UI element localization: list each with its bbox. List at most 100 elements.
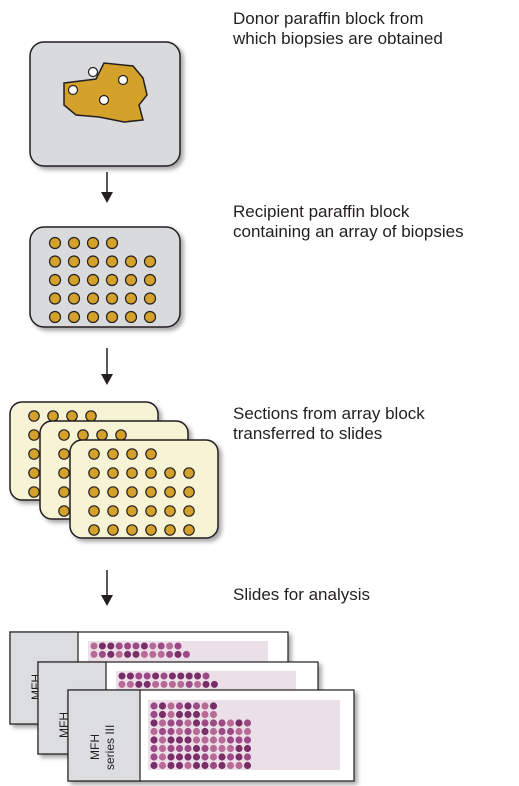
stained-core: [175, 727, 184, 736]
slide-1-stained-array: [88, 641, 268, 663]
array-core: [86, 236, 100, 250]
stained-core: [118, 680, 126, 688]
array-core: [124, 255, 138, 268]
array-core: [164, 505, 176, 517]
stained-core: [185, 672, 193, 680]
array-core: [67, 310, 81, 324]
stained-core: [209, 736, 218, 744]
stained-core: [132, 650, 140, 658]
array-core: [126, 486, 138, 498]
stained-core: [167, 719, 175, 727]
stained-core: [175, 744, 184, 753]
stained-core: [124, 650, 132, 658]
stained-core: [98, 642, 106, 650]
array-core: [28, 429, 40, 441]
stained-core: [115, 650, 123, 658]
stained-core: [149, 650, 157, 658]
array-core: [77, 429, 89, 441]
array-core: [145, 486, 157, 498]
array-core: [88, 448, 100, 460]
stained-core: [235, 744, 243, 753]
biopsy-hole: [67, 84, 79, 96]
array-core: [48, 310, 62, 324]
stained-core: [158, 744, 167, 753]
stained-core: [184, 736, 192, 744]
array-core: [28, 467, 40, 479]
stained-core: [135, 672, 143, 680]
slide-2-stained-array: [116, 671, 296, 693]
stained-core: [209, 710, 218, 719]
array-core: [145, 448, 157, 460]
stained-core: [201, 710, 209, 719]
stained-core: [226, 761, 235, 770]
stained-core: [126, 672, 134, 680]
stained-core: [150, 702, 158, 710]
array-core: [105, 310, 119, 324]
stained-core: [158, 761, 167, 770]
stained-core: [235, 761, 243, 770]
array-core: [58, 429, 70, 441]
stained-core: [160, 672, 168, 680]
stained-core: [152, 680, 160, 688]
stained-core: [226, 744, 235, 753]
stained-core: [168, 680, 176, 688]
stained-core: [209, 744, 218, 753]
array-core: [105, 236, 119, 250]
stained-core: [235, 719, 243, 727]
stained-core: [201, 702, 209, 710]
stained-core: [243, 719, 252, 727]
array-core: [48, 273, 62, 287]
stained-core: [184, 702, 192, 710]
array-core: [107, 448, 119, 460]
array-core: [164, 486, 176, 498]
stained-core: [201, 719, 209, 727]
biopsy-hole: [87, 66, 99, 78]
array-core: [126, 448, 138, 460]
step-2-caption: Recipient paraffin block containing an a…: [233, 202, 464, 241]
stained-core: [184, 727, 192, 736]
stained-core: [175, 736, 184, 744]
stained-core: [218, 761, 226, 770]
stained-core: [218, 719, 226, 727]
array-core: [145, 467, 157, 479]
stained-core: [158, 719, 167, 727]
array-core: [143, 292, 157, 305]
stained-core: [209, 719, 218, 727]
array-core: [126, 524, 138, 536]
array-core: [58, 448, 70, 460]
array-core: [88, 486, 100, 498]
array-core: [105, 292, 119, 305]
slide-3-label: MFH: [88, 734, 102, 760]
stained-core: [209, 753, 218, 761]
stained-core: [192, 736, 201, 744]
analysis-slides: MFH I MFH II MFH series III: [9, 631, 355, 782]
array-core: [58, 505, 70, 517]
biopsy-hole: [98, 94, 110, 106]
array-core: [48, 255, 62, 268]
stained-core: [107, 650, 115, 658]
stained-core: [167, 753, 175, 761]
stained-core: [201, 727, 209, 736]
slide-3-series: series III: [103, 725, 117, 770]
stained-core: [124, 642, 132, 650]
array-core: [86, 292, 100, 305]
stained-core: [158, 702, 167, 710]
stained-core: [175, 753, 184, 761]
array-core: [145, 505, 157, 517]
stained-core: [201, 736, 209, 744]
stained-core: [158, 753, 167, 761]
array-core: [183, 505, 195, 517]
stained-core: [194, 680, 202, 688]
stained-core: [218, 727, 226, 736]
stained-core: [167, 702, 175, 710]
slide-3: MFH series III: [67, 689, 355, 782]
array-core: [107, 524, 119, 536]
section-3-biopsy-array: [88, 448, 195, 536]
stained-core: [192, 719, 201, 727]
array-core: [96, 429, 108, 441]
array-core: [48, 236, 62, 250]
step-4-caption: Slides for analysis: [233, 585, 370, 604]
stained-core: [202, 672, 210, 680]
stained-core: [192, 727, 201, 736]
